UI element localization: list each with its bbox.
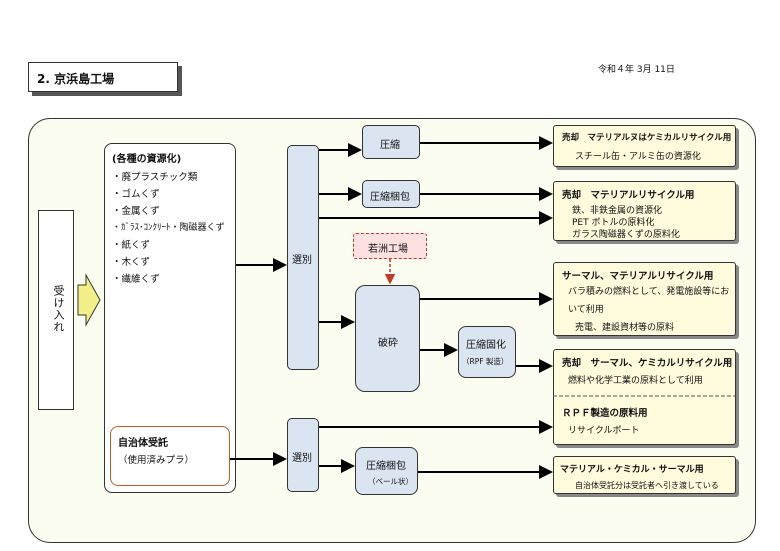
compress-bale-label-2: 圧縮梱包 <box>366 461 406 472</box>
crush-box <box>355 285 420 392</box>
compress-bale-box-1 <box>362 180 420 208</box>
source-item: ・廃プラスチック類 <box>112 172 198 183</box>
intake-arrow <box>77 273 101 327</box>
destination-line: バラ積みの燃料として、発電施設等にお <box>568 287 730 297</box>
destination-box-4 <box>553 349 736 445</box>
wakasu-plant-box <box>353 233 427 259</box>
compress-label: 圧縮 <box>380 140 400 151</box>
source-item: ・繊維くず <box>112 274 160 285</box>
destination-line: 鉄、非鉄金属の資源化 <box>572 206 663 216</box>
date-label: 令和４年 3月 11日 <box>598 65 675 75</box>
destination-title-1: 売却 マテリアルヌはケミカルリサイクル用 <box>562 133 732 143</box>
sorting-box-2 <box>287 418 319 492</box>
bale-shape-label: （ベール状） <box>368 477 413 486</box>
destination-title-4: 売却 サーマル、ケミカルリサイクル用 <box>562 358 733 369</box>
solidify-label: 圧縮固化 <box>466 340 506 351</box>
municipal-box <box>110 426 230 486</box>
destination-box-3 <box>553 262 736 336</box>
compress-bale-label-1: 圧縮梱包 <box>370 192 410 203</box>
source-item: ・木くず <box>112 257 151 268</box>
destination-box-1 <box>553 125 736 167</box>
municipal-title: 自治体受託 <box>118 438 168 449</box>
destination-line: ガラス陶磁器くずの原料化 <box>572 230 680 240</box>
destination-line: PET ボトルの原料化 <box>572 218 655 228</box>
compress-bale-box-2 <box>355 447 418 495</box>
destination-title-5: ＲＰＦ製造の原料用 <box>562 408 648 419</box>
municipal-sub: （使用済みプラ） <box>118 455 195 466</box>
destination-title-2: 売却 マテリアルリサイクル用 <box>562 190 695 201</box>
sorting-label-1: 選別 <box>292 255 312 266</box>
destination-line: スチール缶・アルミ缶の資源化 <box>575 152 701 162</box>
sorting-label-2: 選別 <box>292 453 312 464</box>
sorting-box-1 <box>287 145 319 370</box>
destination-line: 売電、建設資材等の原料 <box>575 323 675 333</box>
destination-line: リサイクルポート <box>568 426 640 436</box>
destination-title-6: マテリアル・ケミカル・サーマル用 <box>560 465 704 475</box>
source-item: ・紙くず <box>112 240 151 251</box>
solidify-box <box>458 326 516 378</box>
compress-box <box>362 125 420 159</box>
intake-box <box>38 210 74 410</box>
section-title: 2. 京浜島工場 <box>28 62 178 92</box>
intake-label: 受け入れ <box>52 285 65 333</box>
wakasu-plant-label: 若洲工場 <box>368 244 408 255</box>
destination-box-2 <box>553 181 736 241</box>
rpf-label: （RPF 製造） <box>462 357 509 366</box>
source-item: ・ゴムくず <box>112 189 160 200</box>
destination-line: 自治体受託分は受託者へ引き渡している <box>575 481 719 490</box>
source-item: ・ｶﾞﾗｽ･ｺﾝｸﾘｰﾄ・陶磁器くず <box>112 223 225 233</box>
source-item: ・金属くず <box>112 206 160 217</box>
destination-line: 燃料や化学工業の原料として利用 <box>568 376 703 386</box>
sources-title: (各種の資源化) <box>112 154 182 165</box>
destination-line: いて利用 <box>568 305 604 315</box>
crush-label: 破砕 <box>378 338 398 349</box>
destination-box-6 <box>553 456 736 494</box>
destination-title-3: サーマル、マテリアルリサイクル用 <box>562 271 714 282</box>
